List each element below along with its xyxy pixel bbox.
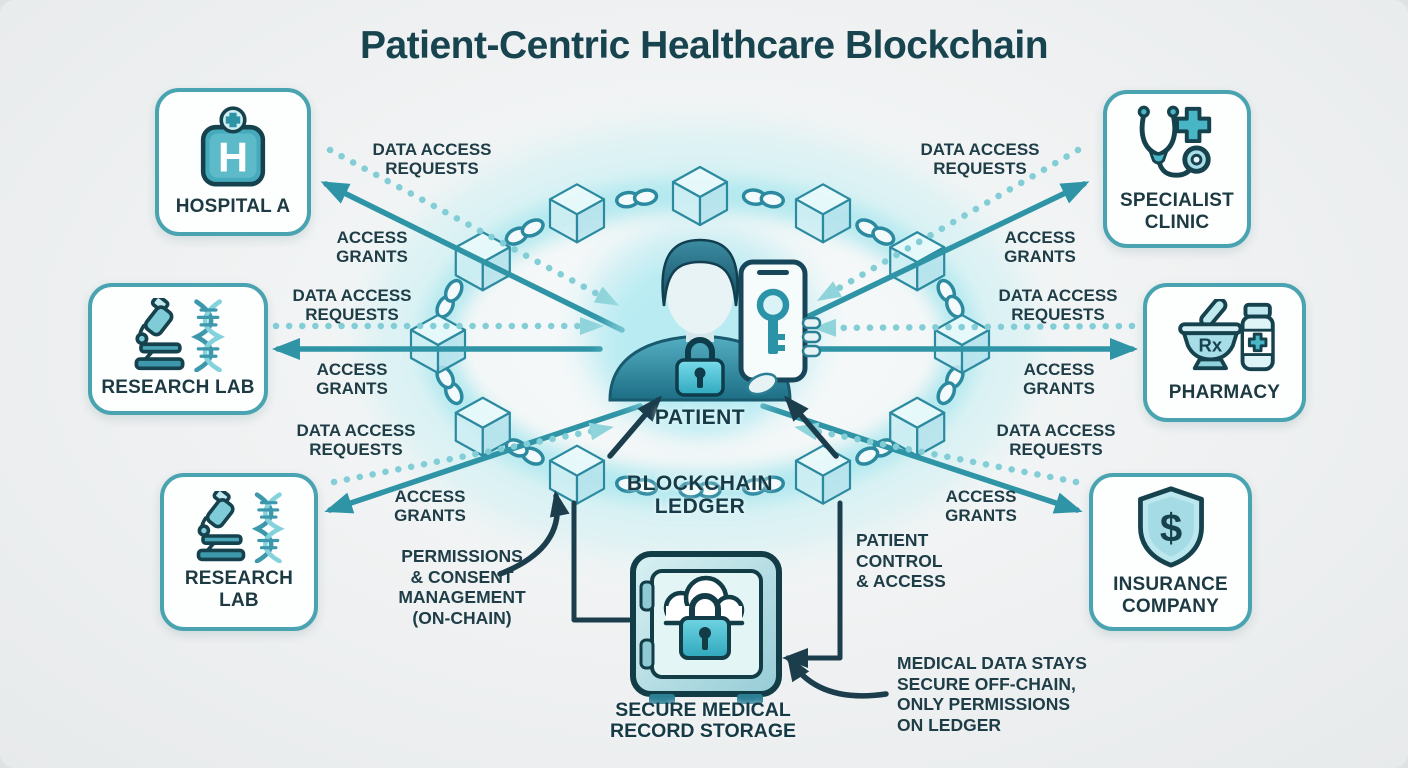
permissions-pointer-arrow [497,490,570,577]
offchain-annotation: MEDICAL DATA STAYS SECURE OFF-CHAIN, ONL… [897,653,1087,735]
patient-control-annotation: PATIENT CONTROL & ACCESS [856,530,946,592]
microscope-dna-icon [196,491,285,564]
blockchain-block-icon [548,444,606,505]
data-access-requests-label-mid-left: DATA ACCESS REQUESTS [292,286,412,325]
chain-link-icon [504,218,545,246]
data-access-requests-label-bottom-right: DATA ACCESS REQUESTS [996,421,1116,460]
data-access-requests-label-top-left: DATA ACCESS REQUESTS [372,140,492,179]
chest-lock-icon [675,337,725,397]
entity-label: SPECIALIST CLINIC [1120,190,1234,233]
entity-card-specialist-clinic: SPECIALIST CLINIC [1103,90,1251,248]
storage-lock-icon [679,593,731,660]
access-grants-label-bottom-right: ACCESS GRANTS [945,487,1017,526]
chain-link-icon [741,188,785,209]
blockchain-block-icon [454,396,511,457]
access-grants-label-top-left: ACCESS GRANTS [336,228,408,267]
access-grants-label-top-right: ACCESS GRANTS [1004,228,1076,267]
entity-label: RESEARCH LAB [184,568,294,611]
access-grant-arrow-top-left [320,181,625,333]
entity-card-insurance-company: $ INSURANCE COMPANY [1089,473,1252,631]
chain-link-icon [741,475,785,496]
entity-card-hospital-a: H HOSPITAL A [155,88,311,236]
entity-card-research-lab-lower: RESEARCH LAB [160,473,318,631]
data-request-arrow-mid-right [812,318,1136,337]
hospital-icon: H [200,106,266,187]
blockchain-ring [409,165,991,505]
blockchain-block-icon [671,165,729,227]
page-title: Patient-Centric Healthcare Blockchain [359,24,1049,67]
shield-dollar-icon: $ [1137,486,1204,568]
data-access-requests-label-top-right: DATA ACCESS REQUESTS [920,140,1040,179]
data-access-requests-label-bottom-left: DATA ACCESS REQUESTS [296,421,416,460]
patient-hair [661,238,739,307]
stethoscope-icon [1137,105,1212,178]
secure-storage-label: SECURE MEDICAL RECORD STORAGE [610,699,796,743]
entity-card-research-lab-upper: RESEARCH LAB [88,283,268,415]
patient-label: PATIENT [654,406,746,429]
svg-text:Rx: Rx [1198,335,1222,356]
entity-card-pharmacy: Rx PHARMACY [1143,283,1306,422]
permissions-annotation: PERMISSIONS & CONSENT MANAGEMENT (ON-CHA… [398,546,526,628]
blockchain-ledger-label: BLOCKCHAIN LEDGER [626,472,774,519]
secure-storage-icon [630,551,782,704]
patient-face [667,256,733,334]
access-grants-label-mid-left: ACCESS GRANTS [316,360,388,399]
data-request-arrow-top-left [326,146,620,307]
chain-link-icon [615,475,659,496]
access-grants-label-bottom-left: ACCESS GRANTS [394,487,466,526]
entity-label: RESEARCH LAB [101,376,255,398]
entity-label: INSURANCE COMPANY [1113,574,1228,617]
entity-label: HOSPITAL A [175,195,291,217]
patient-control-arrow-left [607,395,662,459]
entity-label: PHARMACY [1168,382,1281,404]
patient-control-arrow-right [784,395,839,459]
patient-figure [605,238,822,433]
svg-text:H: H [218,133,248,180]
ledger-to-storage-connector-left [571,500,632,623]
data-request-arrow-top-right [816,146,1082,302]
access-grant-arrow-bottom-left [324,403,643,514]
access-grant-arrow-top-right [777,181,1090,333]
blockchain-block-icon [794,444,852,505]
chain-link-icon [855,218,896,246]
blockchain-block-icon [889,396,946,457]
microscope-dna-icon [134,297,225,372]
data-request-arrow-bottom-right [794,422,1080,486]
phone-with-key-icon [738,259,822,396]
data-access-requests-label-mid-right: DATA ACCESS REQUESTS [998,286,1118,325]
chain-link-icon [615,188,659,209]
data-request-arrow-bottom-left [330,422,614,486]
blockchain-block-icon [548,183,606,244]
pharmacy-icon: Rx [1177,299,1275,372]
access-grants-label-mid-right: ACCESS GRANTS [1023,360,1095,399]
svg-text:$: $ [1159,507,1181,551]
offchain-pointer-arrow [786,654,889,699]
blockchain-block-icon [794,183,852,244]
chain-link-icon [678,481,722,499]
